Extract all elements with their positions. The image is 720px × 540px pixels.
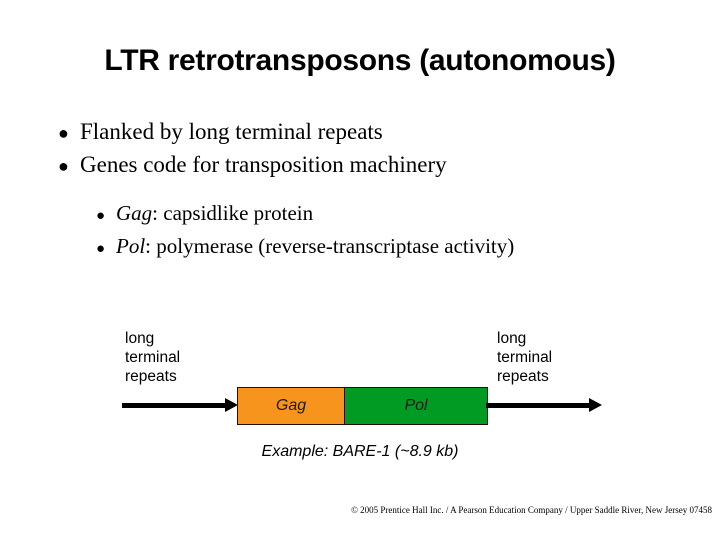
bullet-text: Genes code for transposition machinery	[80, 152, 447, 177]
page-title: LTR retrotransposons (autonomous)	[104, 44, 616, 77]
bullet-marker-icon: ●	[96, 208, 106, 224]
gene-box-group: Gag Pol	[237, 387, 488, 425]
main-bullet-list: ● Flanked by long terminal repeats ● Gen…	[58, 116, 678, 182]
subbullet-description: : polymerase (reverse-transcriptase acti…	[145, 234, 515, 258]
arrow-head	[225, 398, 238, 412]
gene-name-pol: Pol	[116, 234, 146, 258]
list-item: ● Gag: capsidlike protein	[96, 198, 696, 231]
list-item: ● Flanked by long terminal repeats	[58, 116, 678, 149]
subbullet-text: Gag: capsidlike protein	[116, 198, 696, 228]
copyright-notice: © 2005 Prentice Hall Inc. / A Pearson Ed…	[351, 505, 712, 515]
arrow-shaft	[122, 403, 226, 408]
list-item: ● Pol: polymerase (reverse-transcriptase…	[96, 231, 696, 264]
gene-name-gag: Gag	[116, 201, 153, 225]
gene-box-gag: Gag	[238, 388, 345, 424]
subbullet-text: Pol: polymerase (reverse-transcriptase a…	[116, 231, 696, 261]
ltr-arrow-left-icon	[122, 396, 238, 416]
arrow-shaft	[486, 403, 590, 408]
bullet-marker-icon: ●	[96, 241, 106, 257]
arrow-head	[589, 398, 602, 412]
ltr-label-right: long terminal repeats	[497, 330, 553, 385]
gene-box-pol: Pol	[345, 388, 487, 424]
subbullet-description: : capsidlike protein	[152, 201, 314, 225]
bullet-marker-icon: ●	[58, 123, 69, 143]
sub-bullet-list: ● Gag: capsidlike protein ● Pol: polymer…	[96, 198, 696, 264]
diagram-caption: Example: BARE-1 (~8.9 kb)	[261, 443, 459, 460]
ltr-label-left: long terminal repeats	[125, 330, 181, 385]
bullet-text: Flanked by long terminal repeats	[80, 119, 383, 144]
bullet-marker-icon: ●	[58, 156, 69, 176]
ltr-arrow-right-icon	[486, 396, 602, 416]
list-item: ● Genes code for transposition machinery	[58, 149, 678, 182]
